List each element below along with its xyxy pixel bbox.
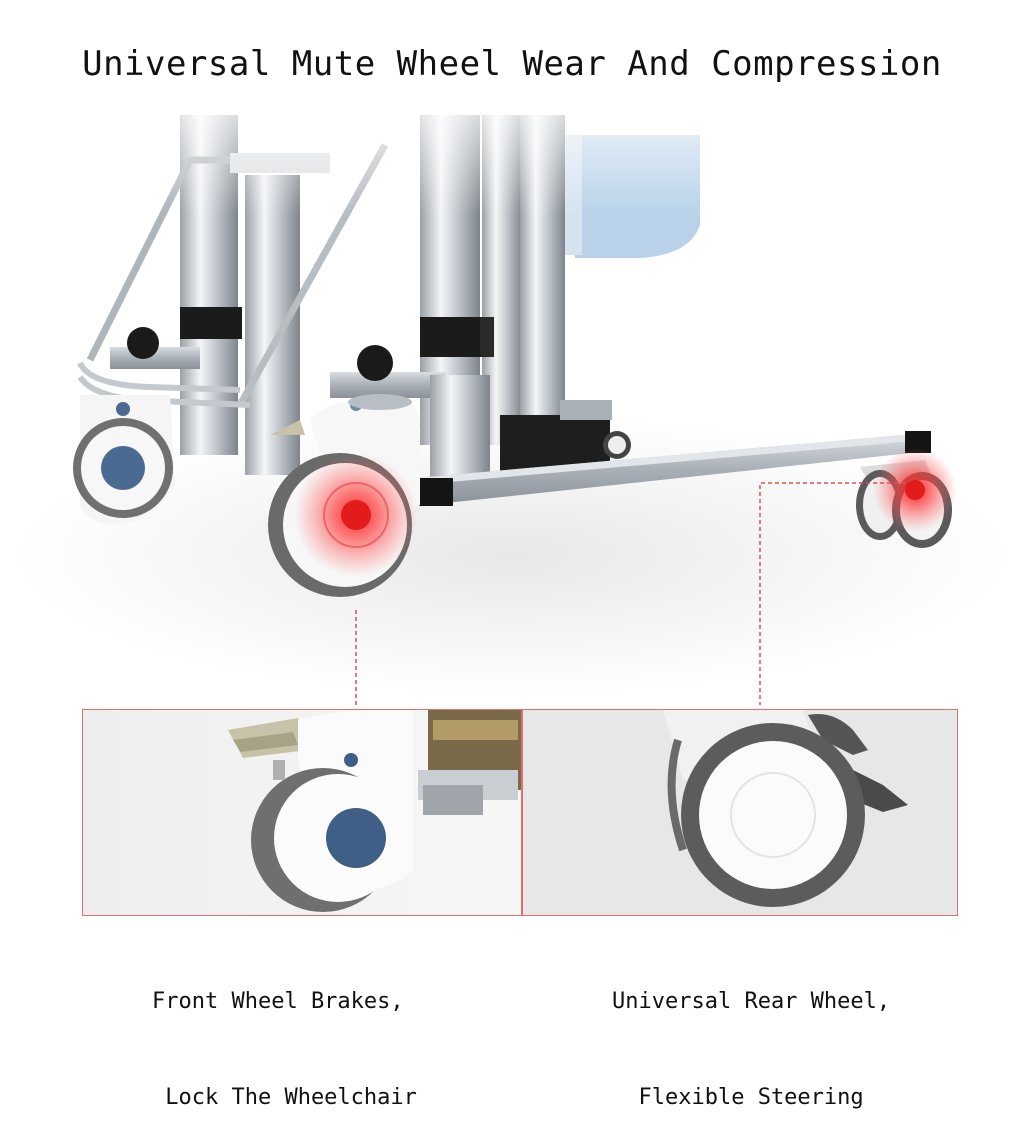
callout-line-rear [759, 482, 905, 705]
caption-front-line-2: Lock The Wheelchair [152, 1085, 417, 1110]
caption-front-line-1: Front Wheel Brakes, [152, 989, 404, 1014]
product-photo-lift-frame [0, 95, 1024, 705]
caption-front-wheel: Front Wheel Brakes, Lock The Wheelchair [152, 922, 452, 1146]
caption-rear-wheel: Universal Rear Wheel, Flexible Steering [612, 922, 932, 1146]
caption-rear-line-2: Flexible Steering [612, 1085, 864, 1110]
caption-rear-line-1: Universal Rear Wheel, [612, 989, 891, 1014]
detail-photo-front-wheel [82, 709, 522, 916]
wheel-back-left [73, 395, 175, 525]
headline: Universal Mute Wheel Wear And Compressio… [82, 44, 942, 84]
detail-photo-rear-wheel [522, 709, 958, 916]
